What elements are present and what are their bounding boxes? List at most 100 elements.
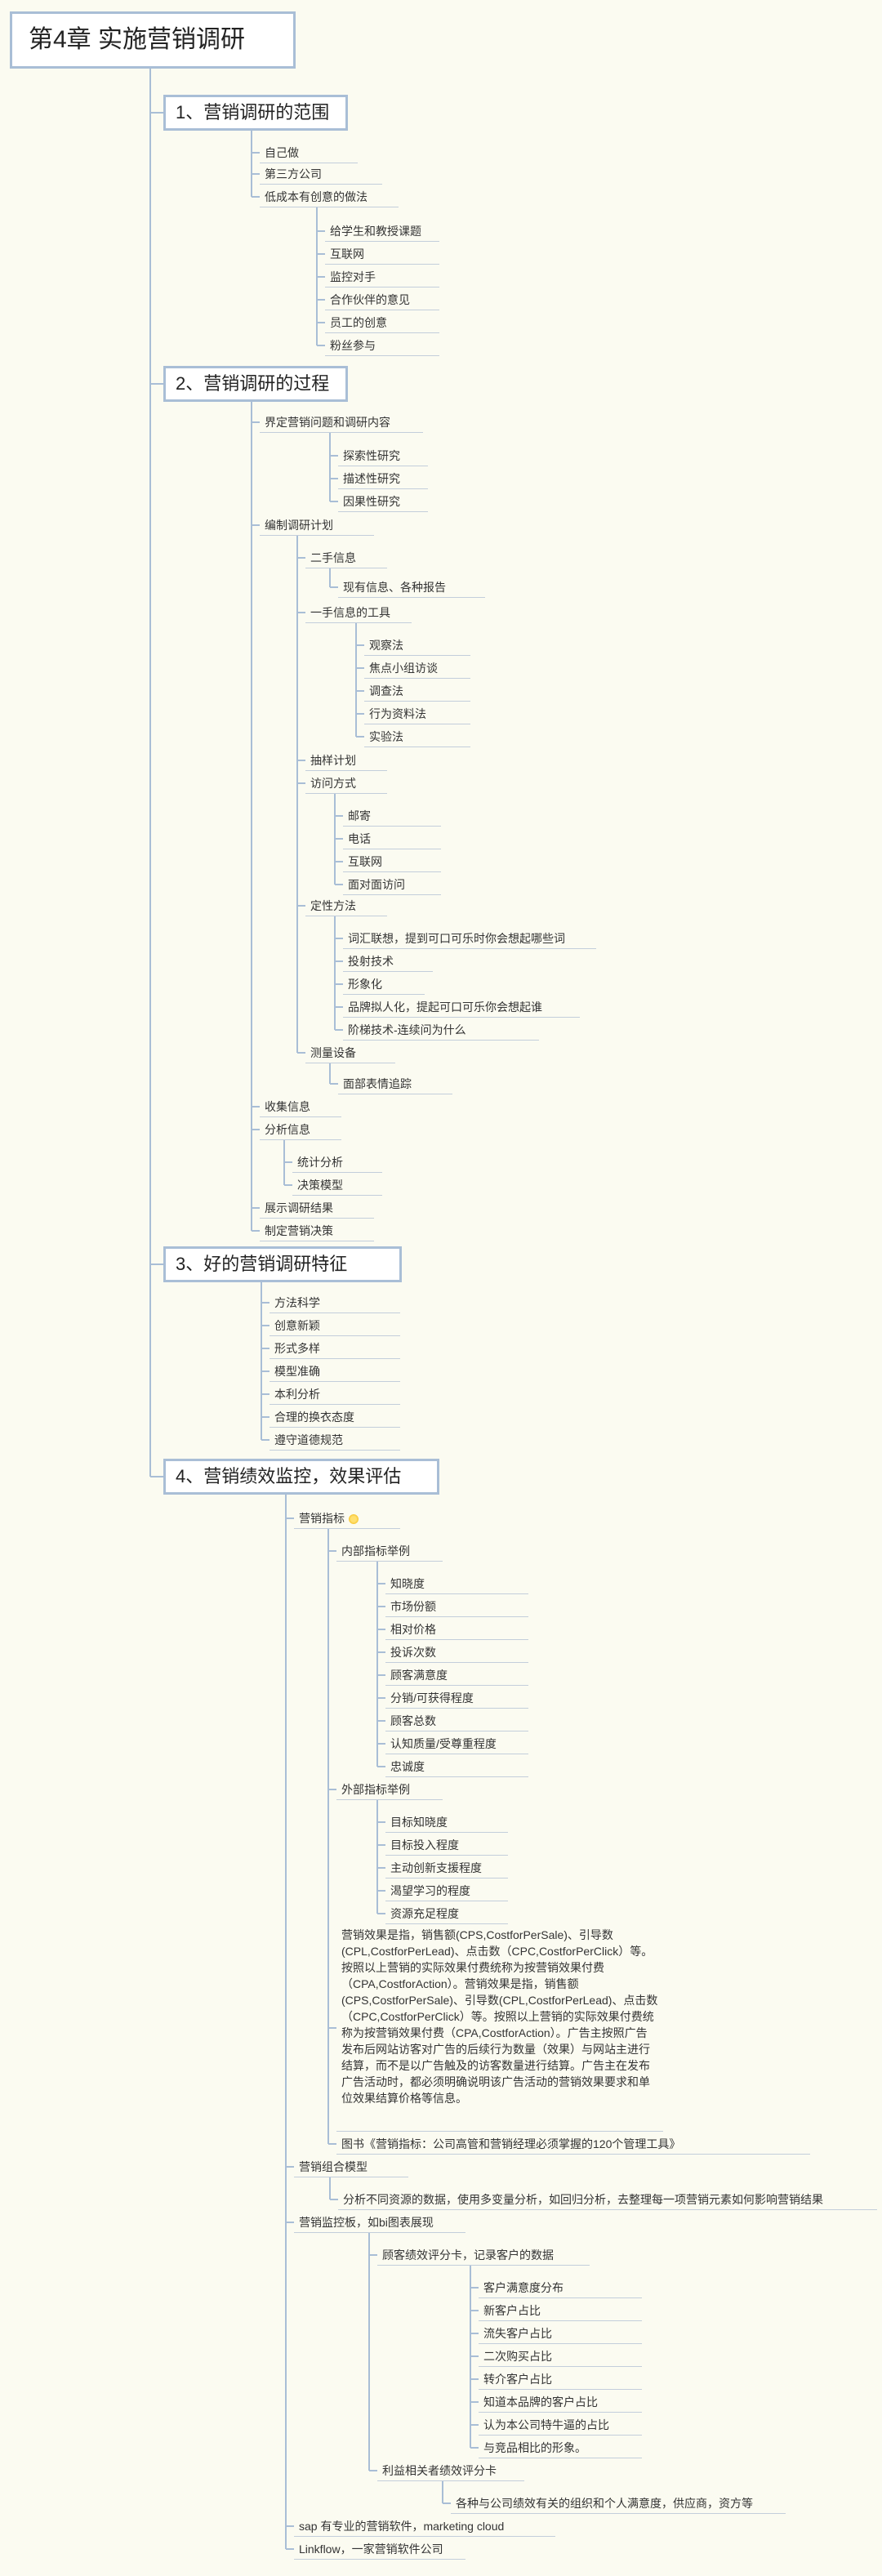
topic-node[interactable]: 模型准确 (270, 1361, 400, 1382)
topic-node[interactable]: 内部指标举例 (336, 1540, 443, 1562)
topic-node[interactable]: 面部表情追踪 (338, 1073, 452, 1094)
topic-node[interactable]: 制定营销决策 (260, 1220, 374, 1241)
topic-node[interactable]: 客户满意度分布 (479, 2277, 642, 2298)
topic-label: 创意新颖 (274, 1319, 320, 1332)
topic-node[interactable]: 因果性研究 (338, 491, 428, 512)
topic-node[interactable]: 给学生和教授课题 (325, 221, 439, 242)
section-topic[interactable]: 2、营销调研的过程 (163, 366, 348, 402)
topic-node[interactable]: 现有信息、各种报告 (338, 577, 485, 598)
topic-node[interactable]: 顾客绩效评分卡，记录客户的数据 (377, 2244, 590, 2266)
topic-label: 面对面访问 (348, 878, 405, 891)
topic-node[interactable]: 行为资料法 (364, 703, 470, 724)
topic-node[interactable]: 认知质量/受尊重程度 (385, 1733, 528, 1754)
topic-node[interactable]: 形象化 (343, 974, 425, 995)
section-topic[interactable]: 3、好的营销调研特征 (163, 1246, 402, 1282)
topic-node[interactable]: 图书《营销指标：公司高管和营销经理必须掌握的120个管理工具》 (336, 2133, 810, 2155)
topic-node[interactable]: 忠诚度 (385, 1756, 528, 1777)
topic-node[interactable]: 分析不同资源的数据，使用多变量分析，如回归分析，去整理每一项营销元素如何影响营销… (338, 2189, 877, 2210)
topic-node[interactable]: 合理的换衣态度 (270, 1406, 400, 1428)
topic-node[interactable]: 合作伙伴的意见 (325, 289, 439, 310)
topic-node[interactable]: 遵守道德规范 (270, 1429, 400, 1451)
topic-node[interactable]: 词汇联想，提到可口可乐时你会想起哪些词 (343, 928, 596, 949)
topic-node[interactable]: 决策模型 (292, 1174, 382, 1196)
topic-node[interactable]: 转介客户占比 (479, 2369, 642, 2390)
topic-node[interactable]: 编制调研计划 (260, 515, 374, 536)
topic-node[interactable]: 认为本公司特牛逼的占比 (479, 2414, 642, 2436)
topic-label: 知道本品牌的客户占比 (483, 2396, 598, 2409)
topic-node[interactable]: sap 有专业的营销软件，marketing cloud (294, 2516, 555, 2537)
topic-node[interactable]: 外部指标举例 (336, 1779, 443, 1800)
topic-node[interactable]: 投射技术 (343, 951, 433, 972)
topic-node[interactable]: 投诉次数 (385, 1642, 528, 1663)
topic-node[interactable]: 相对价格 (385, 1619, 528, 1640)
topic-node[interactable]: 描述性研究 (338, 468, 428, 489)
topic-node[interactable]: 实验法 (364, 726, 470, 747)
topic-node[interactable]: 知道本品牌的客户占比 (479, 2391, 642, 2413)
topic-label: 调查法 (369, 684, 403, 697)
topic-node[interactable]: 员工的创意 (325, 312, 439, 333)
topic-node[interactable]: 品牌拟人化，提起可口可乐你会想起谁 (343, 996, 580, 1018)
topic-node[interactable]: 面对面访问 (343, 874, 441, 895)
topic-node[interactable]: 二手信息 (305, 547, 387, 568)
section-topic[interactable]: 4、营销绩效监控，效果评估 (163, 1459, 439, 1495)
topic-node[interactable]: 各种与公司绩效有关的组织和个人满意度，供应商，资方等 (451, 2493, 786, 2514)
topic-node[interactable]: 电话 (343, 828, 441, 849)
root-topic[interactable]: 第4章 实施营销调研 (10, 11, 296, 69)
topic-node[interactable]: 分析信息 (260, 1119, 341, 1140)
topic-node[interactable]: 分销/可获得程度 (385, 1687, 528, 1709)
topic-label: 各种与公司绩效有关的组织和个人满意度，供应商，资方等 (456, 2497, 753, 2510)
topic-node[interactable]: 阶梯技术-连续问为什么 (343, 1019, 539, 1041)
topic-node[interactable]: 形式多样 (270, 1338, 400, 1359)
topic-node[interactable]: 资源充足程度 (385, 1903, 508, 1924)
topic-node[interactable]: 第三方公司 (260, 163, 382, 185)
topic-node[interactable]: 粉丝参与 (325, 335, 439, 356)
topic-node[interactable]: 流失客户占比 (479, 2323, 642, 2344)
topic-node[interactable]: 营销指标 (294, 1508, 400, 1529)
topic-node[interactable]: 主动创新支援程度 (385, 1857, 508, 1879)
topic-node[interactable]: 互联网 (325, 243, 439, 265)
topic-node[interactable]: 创意新颖 (270, 1315, 400, 1336)
topic-node[interactable]: 访问方式 (305, 773, 387, 794)
topic-node[interactable]: 渴望学习的程度 (385, 1880, 508, 1901)
topic-node[interactable]: 营销组合模型 (294, 2156, 408, 2177)
topic-node[interactable]: 目标知晓度 (385, 1812, 508, 1833)
topic-node[interactable]: 定性方法 (305, 895, 387, 916)
topic-node[interactable]: 二次购买占比 (479, 2346, 642, 2367)
topic-node[interactable]: 测量设备 (305, 1042, 395, 1063)
topic-node[interactable]: 调查法 (364, 680, 470, 702)
topic-node[interactable]: 统计分析 (292, 1152, 382, 1173)
topic-node[interactable]: 焦点小组访谈 (364, 657, 470, 679)
topic-node[interactable]: 展示调研结果 (260, 1197, 374, 1219)
topic-node[interactable]: 收集信息 (260, 1096, 341, 1117)
topic-label: 互联网 (348, 855, 382, 868)
topic-node[interactable]: 本利分析 (270, 1384, 400, 1405)
topic-node[interactable]: 与竞品相比的形象。 (479, 2437, 642, 2458)
topic-node[interactable]: 目标投入程度 (385, 1834, 508, 1856)
topic-node[interactable]: 互联网 (343, 851, 441, 872)
topic-node[interactable]: 抽样计划 (305, 750, 387, 771)
topic-label: 测量设备 (310, 1046, 356, 1059)
topic-node[interactable]: 一手信息的工具 (305, 602, 412, 623)
topic-node[interactable]: Linkflow，一家营销软件公司 (294, 2538, 466, 2560)
topic-label: 目标投入程度 (390, 1838, 459, 1852)
topic-node[interactable]: 界定营销问题和调研内容 (260, 412, 423, 433)
topic-node[interactable]: 营销监控板，如bi图表展现 (294, 2212, 466, 2233)
topic-node[interactable]: 探索性研究 (338, 445, 428, 466)
topic-node[interactable]: 新客户占比 (479, 2300, 642, 2321)
topic-node[interactable]: 营销效果是指，销售额(CPS,CostforPerSale)、引导数(CPL,C… (336, 1924, 663, 2132)
topic-node[interactable]: 邮寄 (343, 805, 441, 827)
topic-label: 给学生和教授课题 (330, 225, 421, 238)
topic-node[interactable]: 观察法 (364, 635, 470, 656)
topic-node[interactable]: 顾客总数 (385, 1710, 528, 1731)
topic-label: 认为本公司特牛逼的占比 (483, 2418, 609, 2431)
topic-label: 电话 (348, 832, 371, 845)
topic-node[interactable]: 低成本有创意的做法 (260, 186, 399, 207)
topic-node[interactable]: 市场份额 (385, 1596, 528, 1617)
topic-node[interactable]: 顾客满意度 (385, 1665, 528, 1686)
topic-node[interactable]: 知晓度 (385, 1573, 528, 1594)
topic-node[interactable]: 方法科学 (270, 1292, 400, 1313)
topic-node[interactable]: 自己做 (260, 142, 358, 163)
topic-node[interactable]: 利益相关者绩效评分卡 (377, 2460, 524, 2481)
topic-node[interactable]: 监控对手 (325, 266, 439, 287)
section-topic[interactable]: 1、营销调研的范围 (163, 95, 348, 131)
